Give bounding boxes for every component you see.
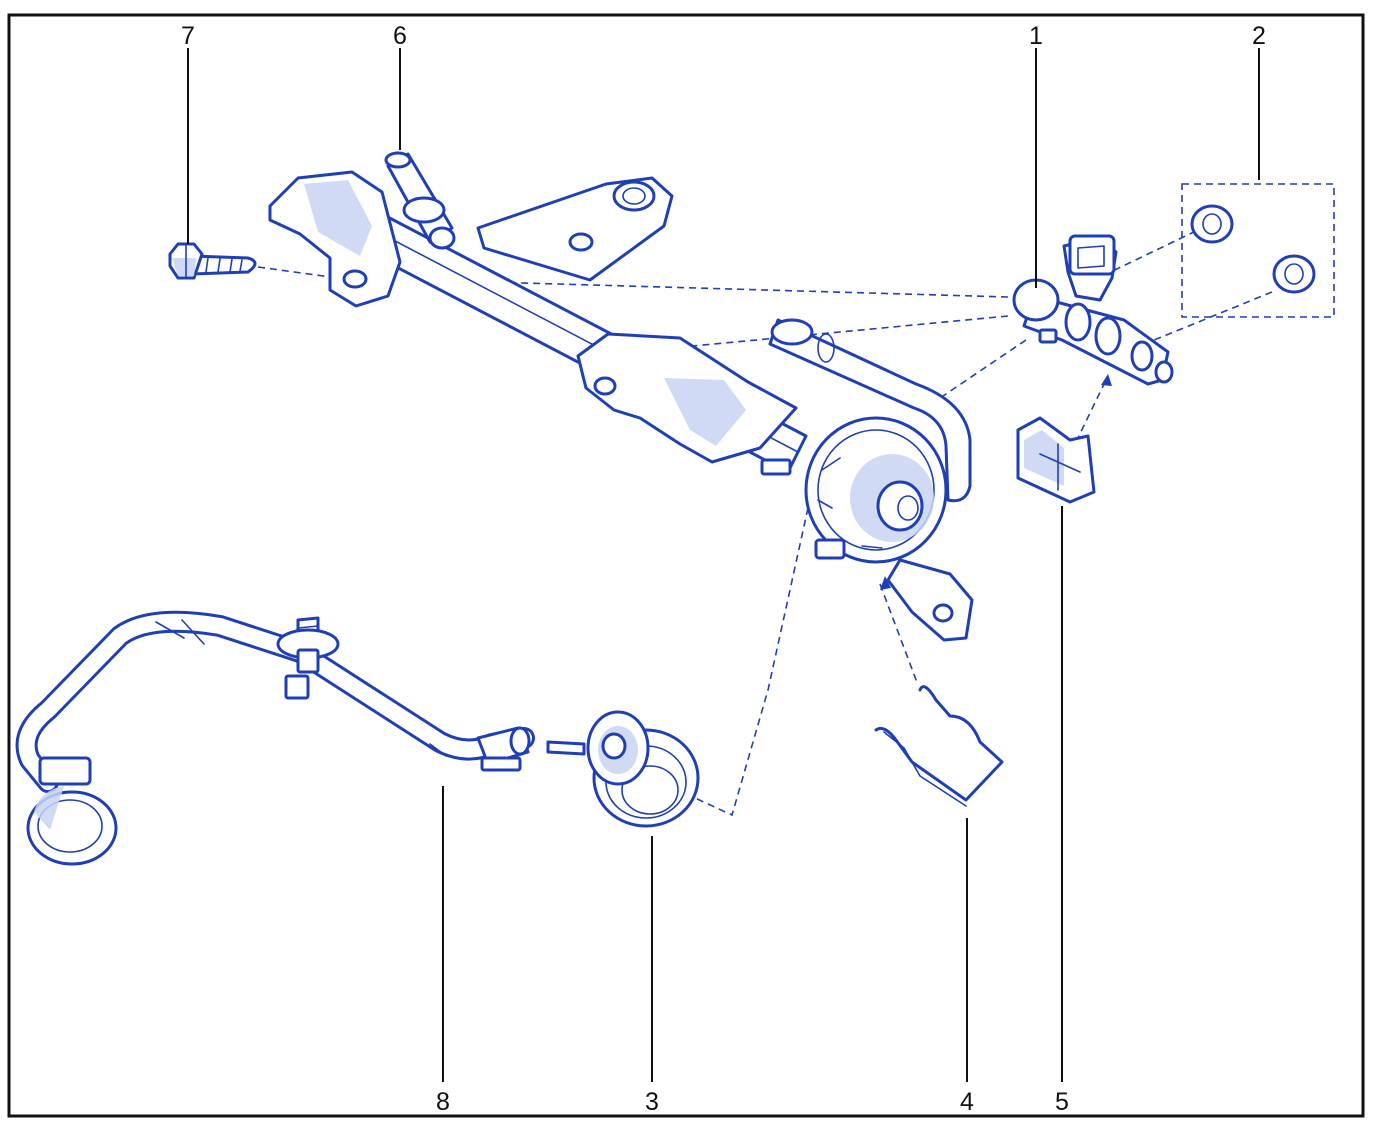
injector-clip-part (1016, 416, 1096, 504)
spring-clip-part (874, 685, 1004, 807)
o-ring-seals-part (1190, 204, 1316, 294)
callout-1: 1 (1029, 22, 1043, 50)
pressure-regulator-part (546, 710, 700, 828)
callout-5: 5 (1055, 1088, 1069, 1116)
fuel-rail-part (268, 151, 974, 642)
callout-4: 4 (960, 1088, 974, 1116)
callout-8: 8 (436, 1088, 450, 1116)
bolt-part (168, 242, 257, 280)
fuel-return-pipe-part (15, 610, 535, 866)
diagram-frame (7, 13, 1365, 1118)
callout-leader-lines (187, 48, 1260, 1082)
callout-7: 7 (181, 22, 195, 50)
fuel-injector-part (1012, 234, 1174, 386)
callout-3: 3 (645, 1088, 659, 1116)
callout-6: 6 (393, 22, 407, 50)
callout-2: 2 (1252, 22, 1266, 50)
